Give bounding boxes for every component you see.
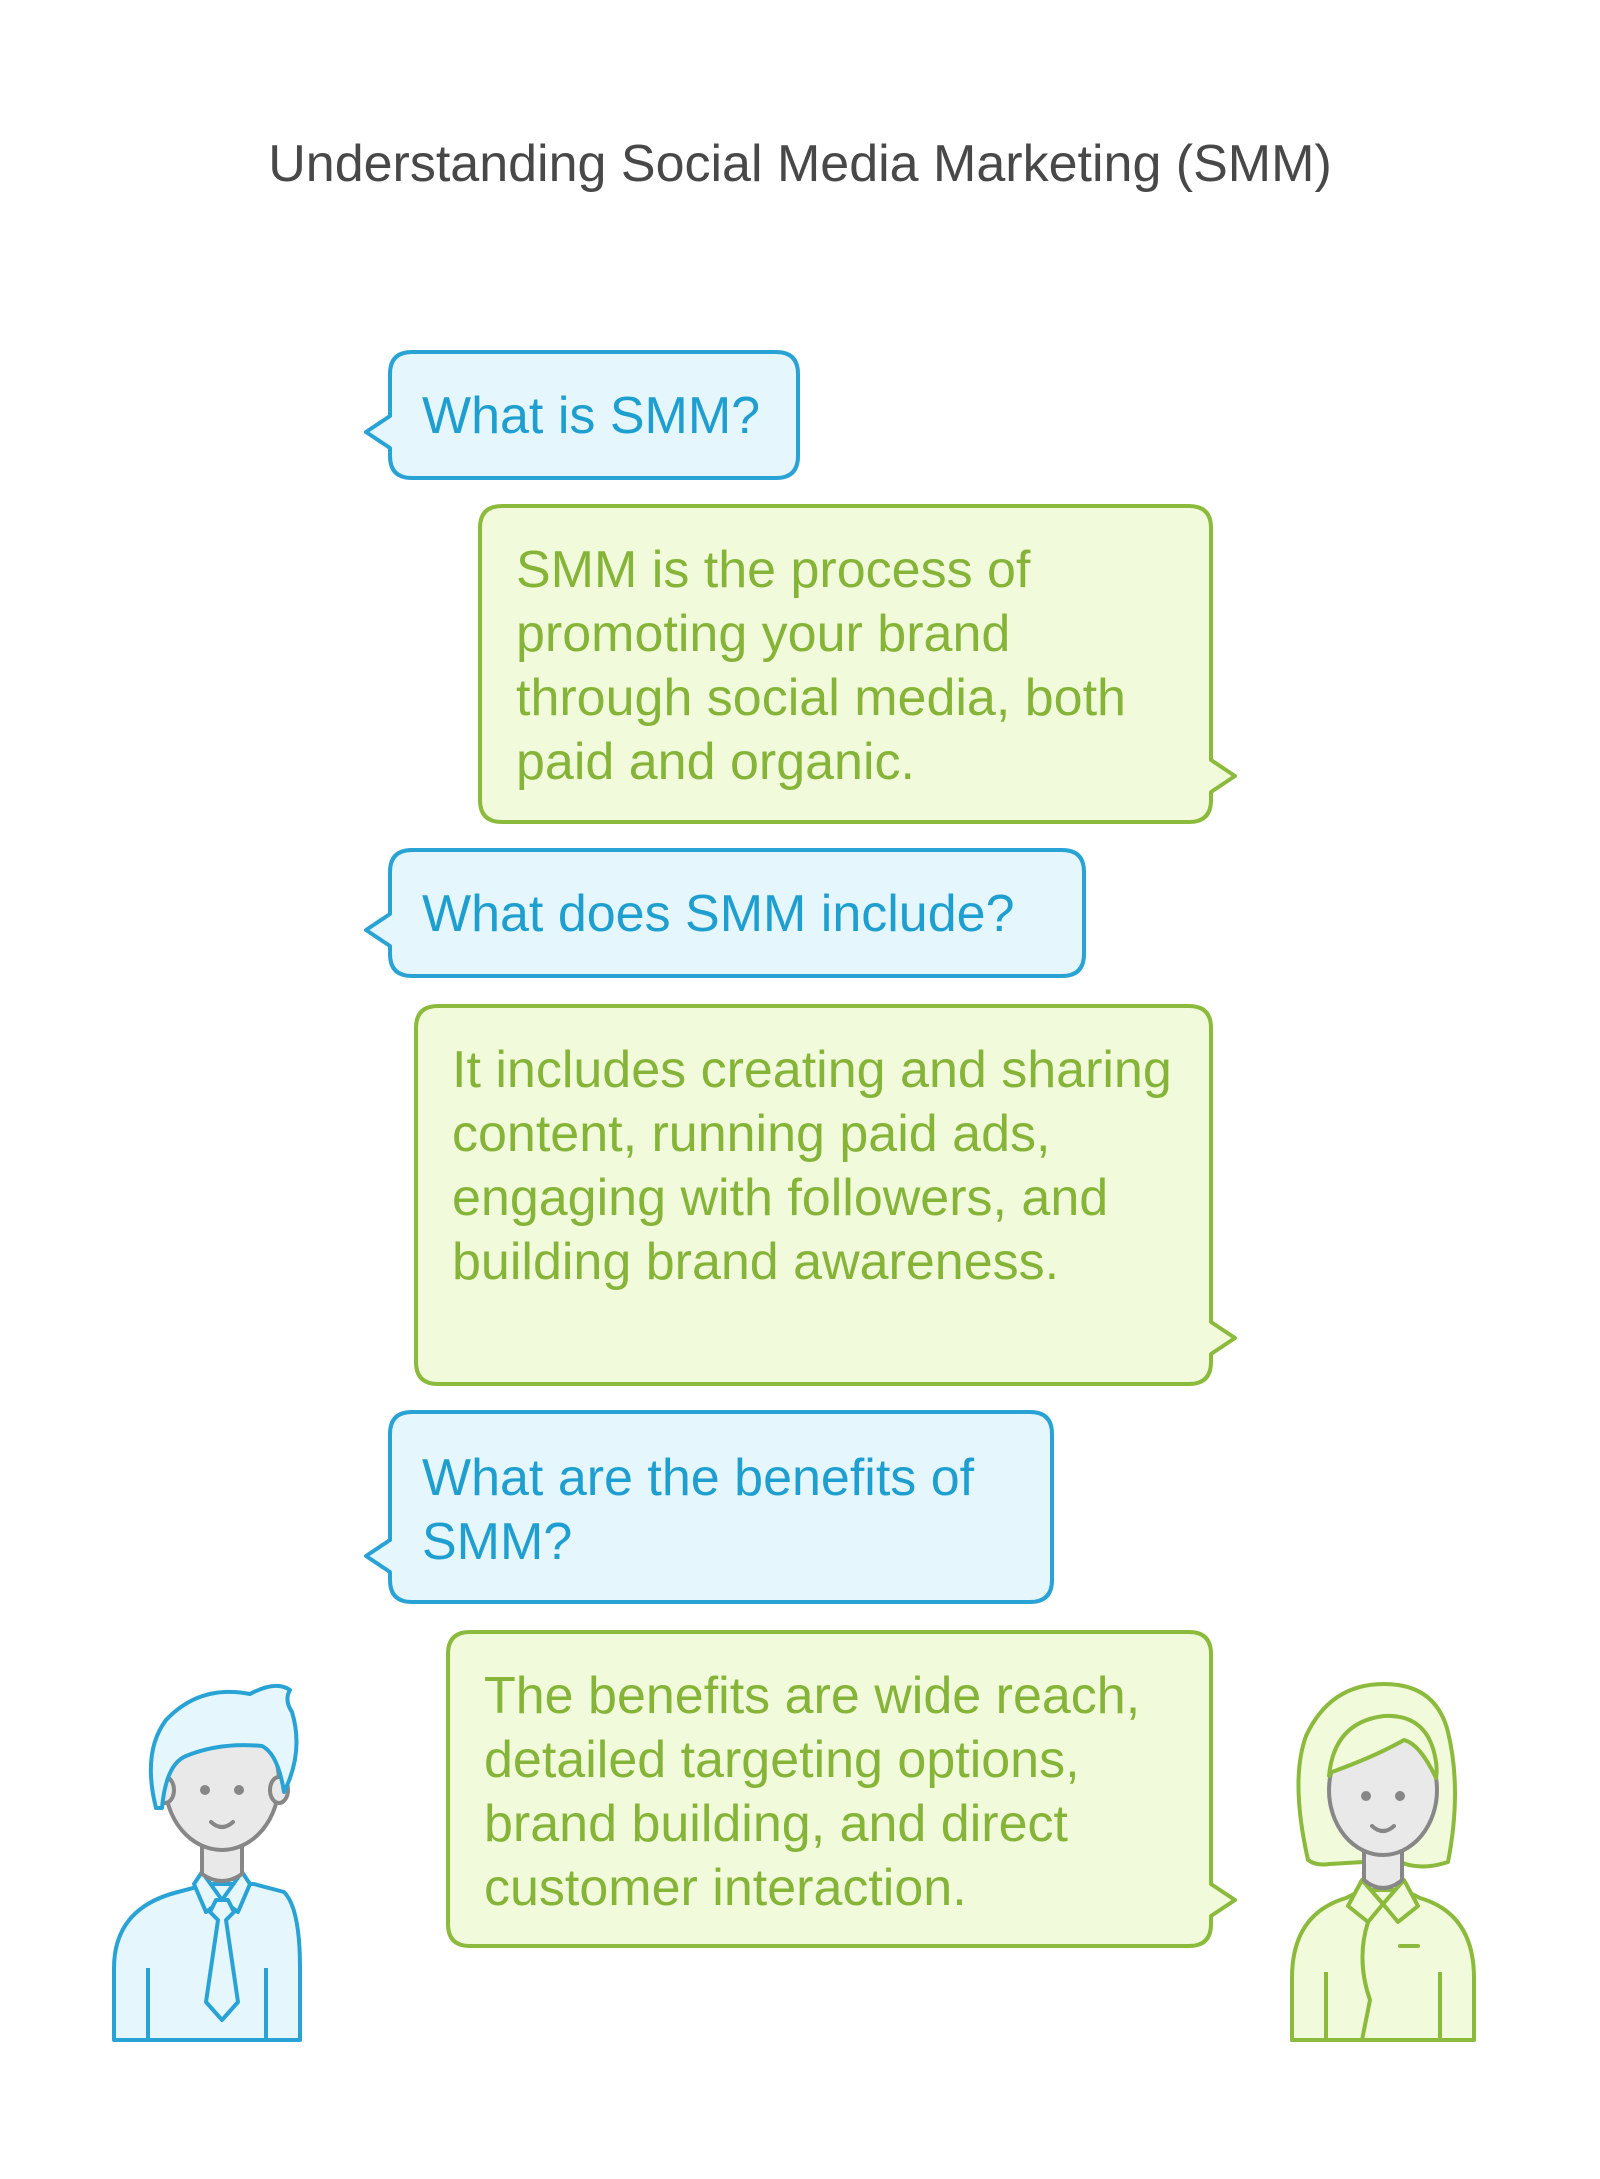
question-text-1: What is SMM? [422,387,761,445]
question-bubble-1 [364,350,800,480]
answer-bubble-2 [414,1004,1237,1386]
question-text-2: What does SMM include? [422,885,1015,943]
answer-bubble-3 [446,1630,1237,1948]
answer-text-2: It includes creating and sharing content… [452,1041,1172,1291]
question-bubble-3 [364,1410,1054,1604]
man-with-tie-icon [112,1683,302,2042]
answer-bubble-1 [478,504,1237,824]
answer-text-1: SMM is the process of promoting your bra… [516,541,1126,791]
man-tie [204,1898,240,2022]
answer-text-3: The benefits are wide reach, detailed ta… [484,1667,1141,1917]
man-hair [148,1683,299,1810]
woman-icon [1290,1682,1476,2042]
question-text-3: What are the benefits of SMM? [422,1449,975,1571]
woman-blouse [1290,1888,1476,2042]
diagram-title: Understanding Social Media Marketing (SM… [268,135,1332,193]
question-bubble-2 [364,848,1086,978]
